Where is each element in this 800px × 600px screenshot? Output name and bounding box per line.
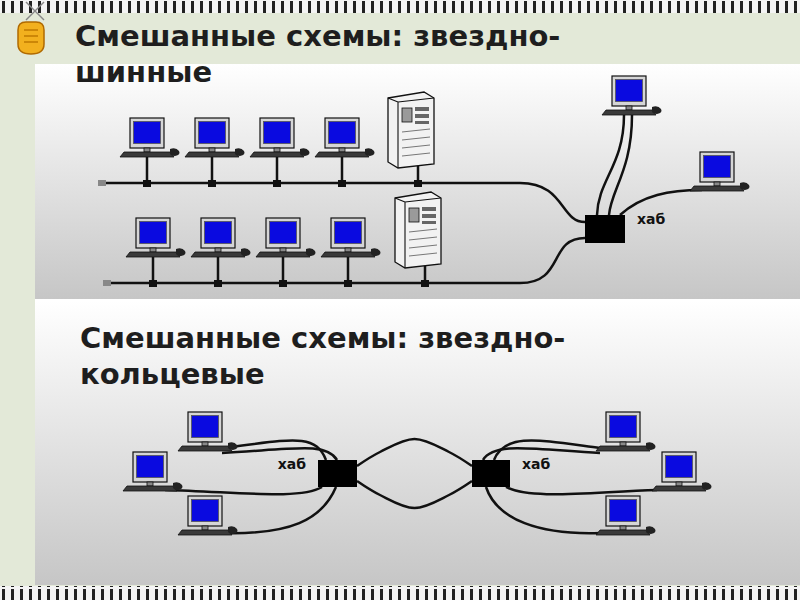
ring-cable [357,481,472,508]
hub-label: хаб [278,455,306,473]
corner-icon [18,2,44,54]
slide-heading: Смешанные схемы: звездно-шинные [75,18,595,91]
hub-box: хаб [585,215,625,243]
hub-box: хаб [472,460,510,487]
ring-cable [357,439,472,466]
hub-box: хаб [318,460,357,487]
slide-heading: Смешанные схемы: звездно-кольцевые [80,320,600,393]
hub-label: хаб [522,455,550,473]
hub-label: хаб [637,210,665,228]
